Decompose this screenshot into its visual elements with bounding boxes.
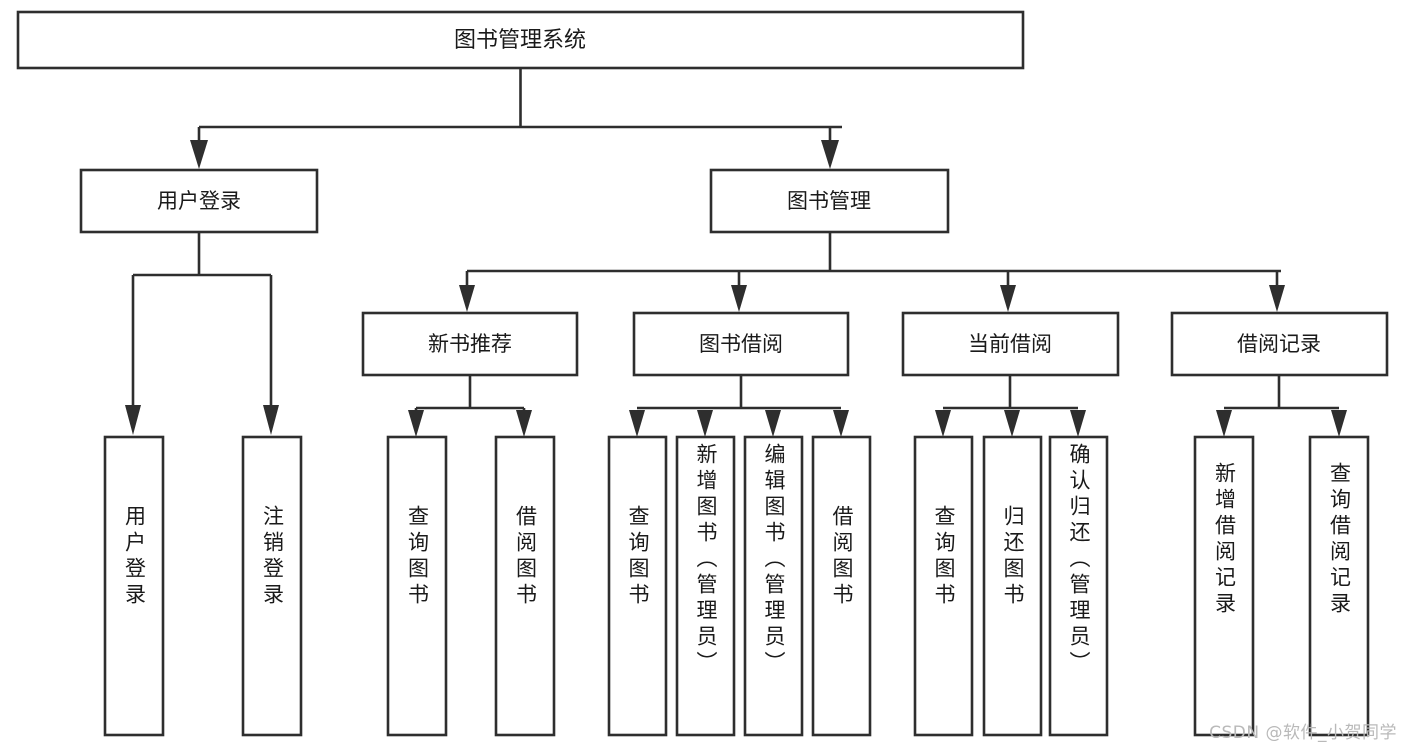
node-book-borrow[interactable]: 图书借阅 — [632, 311, 850, 377]
leaf-box-edit-book[interactable] — [743, 435, 804, 737]
arrow-head-leaf-query-book-3 — [935, 410, 951, 437]
leaf-box-add-record[interactable] — [1193, 435, 1255, 737]
edge-group-new-book-recommend-to-leaves — [408, 375, 532, 437]
node-root-label: 图书管理系统 — [454, 28, 586, 53]
leaf-box-add-book[interactable] — [675, 435, 736, 737]
node-root-box[interactable] — [16, 10, 1025, 70]
arrow-head-leaf-confirm-return — [1070, 410, 1086, 437]
node-new-book-recommend[interactable]: 新书推荐 — [361, 311, 579, 377]
leaf-box-borrow-book-2[interactable] — [811, 435, 872, 737]
arrow-head-leaf-query-book-2 — [629, 410, 645, 437]
arrow-head-leaf-add-record — [1216, 410, 1232, 437]
edge-group-current-borrow-to-leaves — [935, 375, 1086, 437]
edge-group-borrow-record-to-leaves — [1216, 375, 1347, 437]
node-borrow-record[interactable]: 借阅记录 — [1170, 311, 1389, 377]
node-new-book-recommend-label: 新书推荐 — [428, 332, 512, 356]
leaf-box-query-book-3[interactable] — [913, 435, 974, 737]
node-book-management-box[interactable] — [709, 168, 950, 234]
arrow-head-leaf-query-book-1 — [408, 410, 424, 437]
node-user-login[interactable]: 用户登录 — [79, 168, 319, 234]
node-root[interactable]: 图书管理系统 — [16, 10, 1025, 70]
leaf-box-group — [103, 435, 1370, 737]
leaf-box-query-book-2[interactable] — [607, 435, 668, 737]
leaf-box-logout-login[interactable] — [241, 435, 303, 737]
node-new-book-recommend-box[interactable] — [361, 311, 579, 377]
arrow-head-new-book-recommend — [459, 285, 475, 312]
node-book-borrow-box[interactable] — [632, 311, 850, 377]
arrow-head-leaf-borrow-book-1 — [516, 410, 532, 437]
leaf-box-query-record[interactable] — [1308, 435, 1370, 737]
leaf-box-confirm-return[interactable] — [1048, 435, 1109, 737]
arrow-head-leaf-user-login — [125, 405, 141, 435]
leaf-box-user-login[interactable] — [103, 435, 165, 737]
edge-group-book-management-to-level3 — [459, 232, 1285, 312]
arrow-head-leaf-query-record — [1331, 410, 1347, 437]
node-borrow-record-box[interactable] — [1170, 311, 1389, 377]
arrow-head-book-management — [821, 140, 839, 169]
node-user-login-box[interactable] — [79, 168, 319, 234]
node-book-management-label: 图书管理 — [787, 189, 871, 213]
arrow-head-borrow-record — [1269, 285, 1285, 312]
node-current-borrow-label: 当前借阅 — [968, 332, 1052, 356]
edge-group-book-borrow-to-leaves — [629, 375, 849, 437]
arrow-head-current-borrow — [1000, 285, 1016, 312]
watermark-csdn: CSDN @软件_小贺同学 — [1209, 723, 1397, 743]
node-book-borrow-label: 图书借阅 — [699, 332, 783, 356]
arrow-head-leaf-add-book — [697, 410, 713, 437]
arrow-head-leaf-borrow-book-2 — [833, 410, 849, 437]
edge-group-root-to-level2 — [190, 68, 842, 169]
node-current-borrow[interactable]: 当前借阅 — [901, 311, 1120, 377]
node-user-login-label: 用户登录 — [157, 189, 241, 213]
arrow-head-leaf-logout-login — [263, 405, 279, 435]
edge-group-user-login-to-leaves — [125, 232, 279, 435]
arrow-head-book-borrow — [731, 285, 747, 312]
leaf-box-return-book[interactable] — [982, 435, 1043, 737]
node-borrow-record-label: 借阅记录 — [1237, 332, 1321, 356]
arrow-head-user-login — [190, 140, 208, 169]
leaf-box-borrow-book-1[interactable] — [494, 435, 556, 737]
arrow-head-leaf-return-book — [1004, 410, 1020, 437]
node-book-management[interactable]: 图书管理 — [709, 168, 950, 234]
arrow-head-leaf-edit-book — [765, 410, 781, 437]
leaf-box-query-book-1[interactable] — [386, 435, 448, 737]
node-current-borrow-box[interactable] — [901, 311, 1120, 377]
